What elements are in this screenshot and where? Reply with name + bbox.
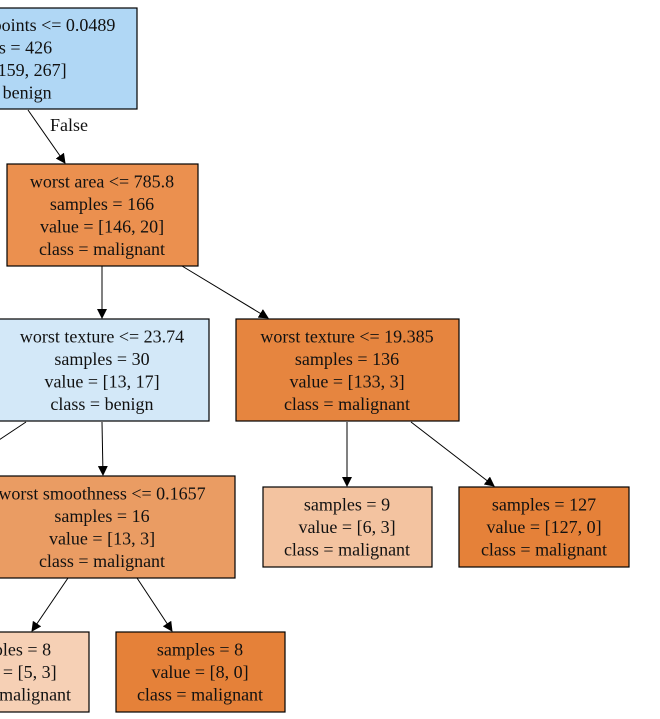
node-text-line: samples = 136: [295, 349, 399, 369]
node-box: [0, 7, 138, 110]
node-box: [0, 475, 236, 579]
edge-worst-smoothness-to-leaf-8a: [31, 577, 69, 632]
node-text-line: class = malignant: [39, 551, 165, 571]
edge-worst-smoothness-to-leaf-8b: [136, 577, 173, 632]
node-text-line: samples = 8: [0, 640, 51, 660]
node-box: [0, 318, 210, 422]
node-text-line: class = malignant: [284, 394, 410, 414]
node-text-line: value = [5, 3]: [0, 662, 57, 682]
node-text-line: value = [13, 17]: [44, 371, 159, 391]
node-text-line: value = [127, 0]: [486, 517, 601, 537]
edge-worst-area-to-worst-texture-19: [181, 265, 269, 319]
node-text-line: samples = 127: [492, 495, 596, 515]
node-text-line: samples = 16: [54, 506, 149, 526]
node-text-line: value = [146, 20]: [40, 216, 164, 236]
node-text-line: samples = 166: [50, 194, 154, 214]
node-text-line: samples = 30: [54, 349, 149, 369]
node-text-line: class = malignant: [39, 239, 165, 259]
node-text-line: samples = 426: [0, 37, 52, 57]
node-text-line: worst area <= 785.8: [30, 171, 174, 191]
tree-node-worst-texture-19: worst texture <= 19.385 samples = 136valu…: [235, 318, 460, 422]
edge-root-to-worst-area: [27, 109, 66, 164]
tree-node-root: worst concave points <= 0.0489samples = …: [0, 7, 138, 110]
node-text-line: worst concave points <= 0.0489: [0, 15, 115, 35]
node-text-line: samples = 9: [304, 495, 390, 515]
node-text-line: class = benign: [0, 82, 52, 102]
node-text-line: class = benign: [50, 394, 153, 414]
node-text-line: value = [159, 267]: [0, 60, 67, 80]
node-box: [262, 486, 433, 568]
node-box: [6, 163, 199, 267]
tree-node-worst-smoothness: worst smoothness <= 0.1657 samples = 16va…: [0, 475, 236, 579]
node-text-line: samples = 8: [157, 640, 243, 660]
edge-worst-texture-23-to-offscreen-left: [0, 421, 27, 440]
node-text-line: class = malignant: [0, 685, 71, 705]
node-text-line: class = malignant: [481, 540, 607, 560]
edge-worst-texture-23-to-worst-smoothness: [97, 421, 108, 476]
node-text-line: value = [133, 3]: [289, 371, 404, 391]
node-box: [458, 486, 630, 568]
node-text-line: worst texture <= 23.74: [20, 326, 184, 346]
node-text-line: class = malignant: [137, 685, 263, 705]
node-text-line: worst smoothness <= 0.1657: [0, 483, 206, 503]
edge-label: False: [50, 115, 88, 135]
node-box: [235, 318, 460, 422]
edge-worst-texture-19-to-leaf-127: [410, 421, 495, 487]
node-text-line: class = malignant: [284, 540, 410, 560]
node-text-line: value = [13, 3]: [49, 528, 155, 548]
node-text-line: value = [8, 0]: [151, 662, 248, 682]
node-text-line: worst texture <= 19.385: [260, 326, 433, 346]
node-box: [0, 631, 90, 713]
tree-node-worst-texture-23: worst texture <= 23.74 samples = 30value …: [0, 318, 210, 422]
node-box: [115, 631, 286, 713]
node-text-line: value = [6, 3]: [298, 517, 395, 537]
